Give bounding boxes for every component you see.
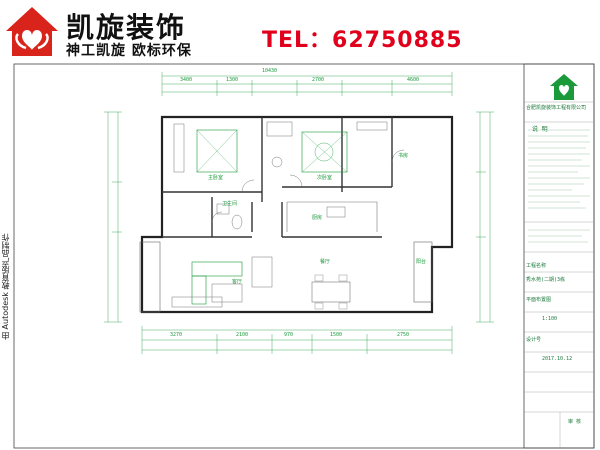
dim-top-2: 1300 [226,77,239,83]
room-kitchen: 厨房 [312,215,323,221]
room-dining: 餐厅 [320,259,331,265]
house-heart-logo-icon [6,7,58,56]
brand-name: 凯旋装饰 [66,11,187,44]
dim-bottom-3: 970 [284,332,294,338]
room-second-bedroom: 次卧室 [317,175,333,181]
room-balcony: 阳台 [416,259,427,265]
floor-plan-drawing [13,63,595,449]
dim-top-3: 2700 [312,77,325,83]
telephone-number: TEL：62750885 [262,28,463,53]
brand-slogan: 神工凯旋 欧标环保 [66,43,192,59]
dim-bottom-1: 3270 [170,332,183,338]
room-living: 客厅 [232,279,243,285]
drawing-date: 2017.10.12 [542,356,573,362]
dim-bottom-5: 2750 [397,332,410,338]
dim-bottom-2: 2100 [236,332,249,338]
drawing-number: 设计号 [526,337,542,343]
autodesk-education-label: 由 Autodesk 教育版产品制作 [1,233,10,340]
drawing-name: 平面布置图 [526,297,552,303]
drawing-scale: 1:100 [542,316,558,322]
company-logo-icon [550,74,578,100]
project-name: 秀水苑(二期)3栋 [526,277,566,283]
dim-top-total: 10430 [262,68,278,74]
project-label: 工程名称 [526,263,547,269]
dim-top-1: 3400 [180,77,193,83]
floor-plan-sheet: 合肥凯旋装饰工程有限公司 说 明 工程名称 秀水苑(二期)3栋 平面布置图 1:… [12,62,600,450]
room-bathroom: 卫生间 [222,201,238,207]
dim-bottom-4: 1500 [330,332,343,338]
room-master-bedroom: 主卧室 [208,175,224,181]
notes-title: 说 明 [532,126,548,133]
dim-top-4: 4600 [407,77,420,83]
room-study: 书房 [398,153,409,159]
sign-label: 审 核 [568,419,582,425]
company-name: 合肥凯旋装饰工程有限公司 [526,105,587,111]
